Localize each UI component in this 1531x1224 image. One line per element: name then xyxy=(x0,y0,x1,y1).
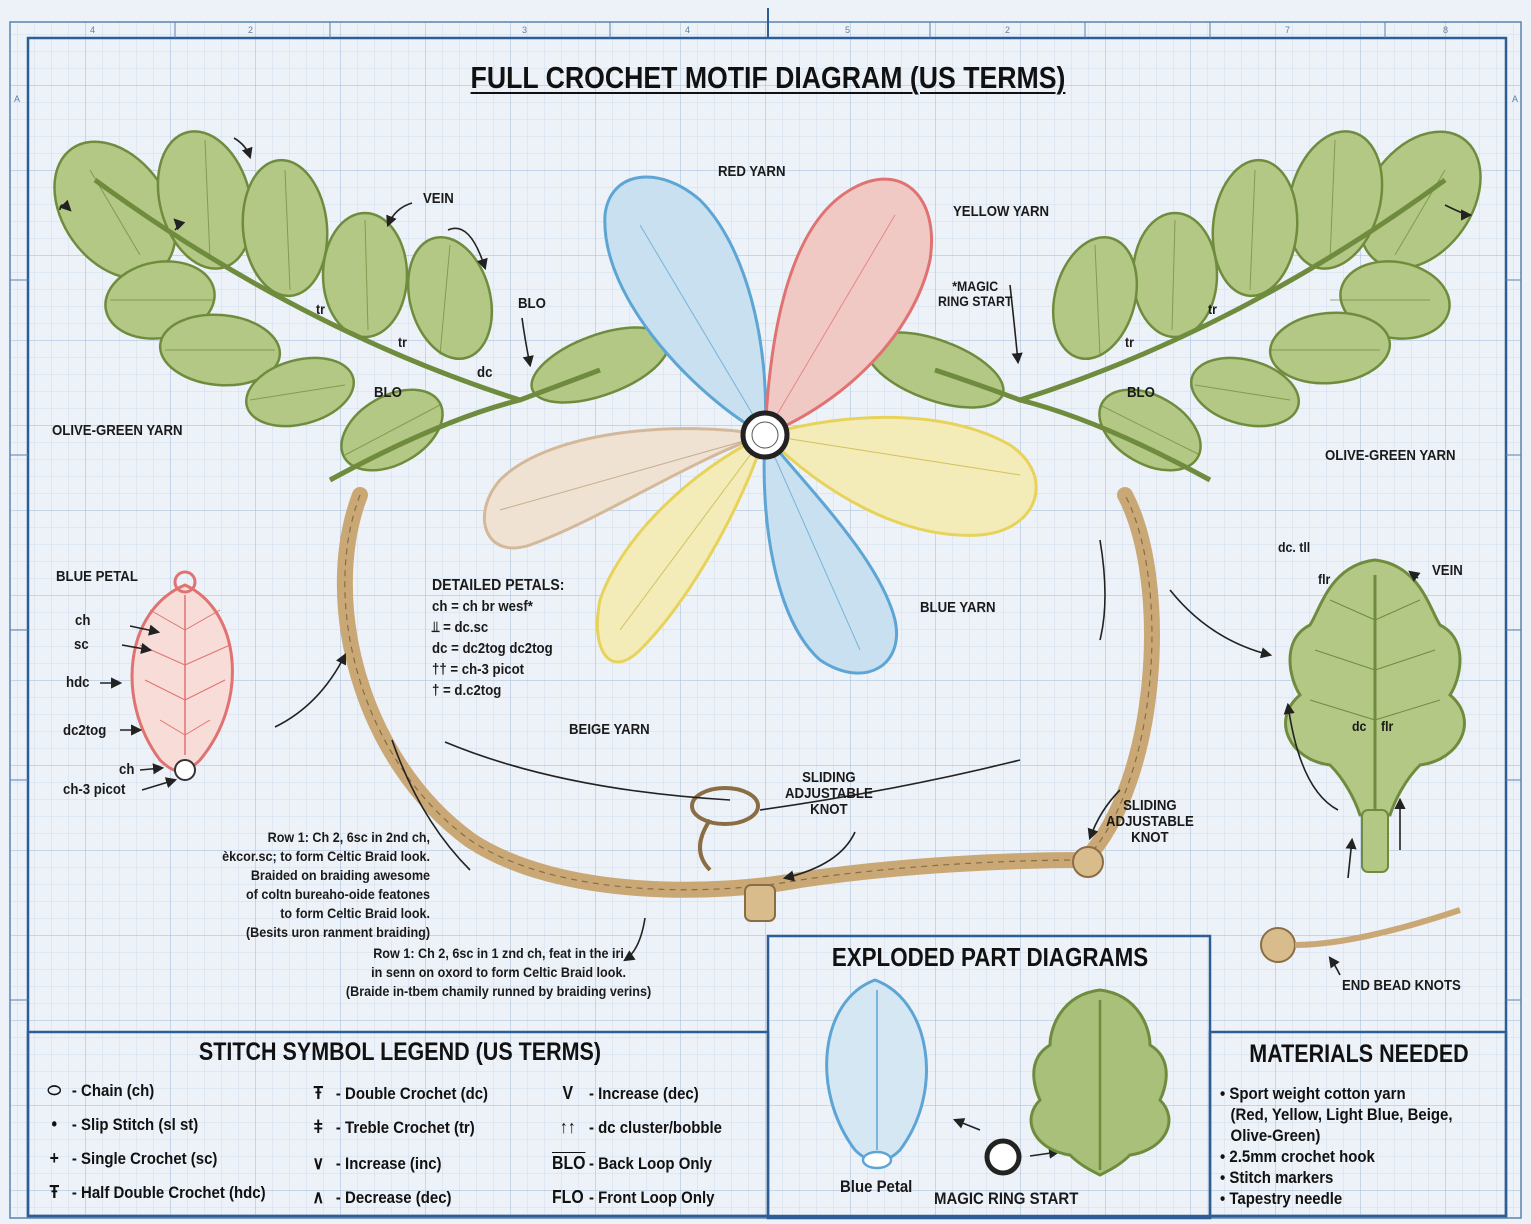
label-olive-yarn-right: OLIVE-GREEN YARN xyxy=(1325,448,1456,464)
callout-dc: dc xyxy=(477,365,492,381)
petal-label: ch xyxy=(75,613,90,629)
back-loop-icon: BLO xyxy=(552,1153,584,1174)
callout-magic-ring: *MAGIC RING START xyxy=(938,279,1012,308)
callout-vein: VEIN xyxy=(423,191,454,207)
dc-sc-symbol-icon: ⫫ xyxy=(432,619,443,636)
detailed-petals-line: ⫫ = dc.sc xyxy=(432,620,488,636)
sliding-knot xyxy=(745,885,775,921)
callout-oak-flr2: flr xyxy=(1381,719,1393,734)
ruler-number: 4 xyxy=(90,25,95,35)
ruler-number: 3 xyxy=(522,25,527,35)
dagger-pair-icon: †† xyxy=(432,661,450,678)
callout-blo-left: BLO xyxy=(374,385,402,401)
ruler-letter: A xyxy=(1512,94,1518,104)
legend-row: ǂ- Treble Crochet (tr) xyxy=(306,1117,475,1138)
row-note-b: Row 1: Ch 2, 6sc in 1 znd ch, feat in th… xyxy=(346,944,651,1001)
legend-row: V- Increase (dec) xyxy=(552,1083,699,1104)
callout-oak-flr: flr xyxy=(1318,572,1330,587)
dagger-icon: † xyxy=(432,682,443,699)
page-title: FULL CROCHET MOTIF DIAGRAM (US TERMS) xyxy=(467,60,1069,96)
materials-item: • Sport weight cotton yarn xyxy=(1220,1083,1452,1104)
ruler-number: 2 xyxy=(248,25,253,35)
treble-crochet-icon: ǂ xyxy=(306,1117,331,1138)
ruler-letter: A xyxy=(14,94,20,104)
label-red-yarn: RED YARN xyxy=(718,164,785,180)
label-yellow-yarn: YELLOW YARN xyxy=(953,204,1049,220)
callout-blo-right: BLO xyxy=(1127,385,1155,401)
callout-oak-vein: VEIN xyxy=(1432,563,1463,579)
legend-row: •- Slip Stitch (sl st) xyxy=(42,1114,198,1135)
materials-item: Olive-Green) xyxy=(1220,1125,1452,1146)
callout-oak-dc2: dc xyxy=(1352,719,1366,734)
ruler-number: 7 xyxy=(1285,25,1290,35)
callout-oak-dc: dc. tll xyxy=(1278,540,1310,555)
half-double-crochet-icon: Ŧ xyxy=(42,1182,67,1203)
callout-end-bead-knots: END BEAD KNOTS xyxy=(1342,978,1461,994)
legend-row: ∧- Decrease (dec) xyxy=(306,1187,452,1208)
exploded-blue-petal-label: Blue Petal xyxy=(840,1178,912,1196)
materials-list: • Sport weight cotton yarn (Red, Yellow,… xyxy=(1220,1083,1484,1209)
legend-row: BLO- Back Loop Only xyxy=(552,1153,712,1174)
petal-label: hdc xyxy=(66,675,89,691)
materials-item: • Tapestry needle xyxy=(1220,1188,1452,1209)
label-beige-yarn: BEIGE YARN xyxy=(569,722,650,738)
materials-item: • Stitch markers xyxy=(1220,1167,1452,1188)
detailed-petals-line: ch = ch br wesf* xyxy=(432,599,533,615)
dc-cluster-icon: ↑↑ xyxy=(552,1117,584,1138)
legend-row: ∨- Increase (inc) xyxy=(306,1153,442,1174)
front-loop-icon: FLO xyxy=(552,1187,584,1208)
materials-item: (Red, Yellow, Light Blue, Beige, xyxy=(1220,1104,1452,1125)
detailed-petals-line: †† = ch-3 picot xyxy=(432,662,524,678)
detailed-petals-title: DETAILED PETALS: xyxy=(432,578,564,595)
label-blue-yarn: BLUE YARN xyxy=(920,600,996,616)
exploded-magic-ring xyxy=(987,1141,1019,1173)
row-note-a: Row 1: Ch 2, 6sc in 2nd ch, èkcor.sc; to… xyxy=(222,828,430,942)
petal-label: ch xyxy=(119,762,134,778)
detailed-petals-line: † = d.c2tog xyxy=(432,683,501,699)
ruler-number: 5 xyxy=(845,25,850,35)
callout-tr: tr xyxy=(1125,335,1134,350)
materials-item: • 2.5mm crochet hook xyxy=(1220,1146,1452,1167)
legend-title: STITCH SYMBOL LEGEND (US TERMS) xyxy=(82,1038,718,1067)
legend-row: FLO- Front Loop Only xyxy=(552,1187,714,1208)
slip-stitch-icon: • xyxy=(42,1114,67,1135)
double-crochet-icon: Ŧ xyxy=(306,1083,331,1104)
single-crochet-icon: + xyxy=(42,1148,67,1169)
legend-row: +- Single Crochet (sc) xyxy=(42,1148,217,1169)
legend-row: ⬭- Chain (ch) xyxy=(42,1080,154,1101)
petal-label: ch-3 picot xyxy=(63,782,125,798)
callout-tr: tr xyxy=(1208,302,1217,317)
petal-label: dc2tog xyxy=(63,723,106,739)
increase-icon: ∨ xyxy=(306,1153,331,1174)
ruler-number: 4 xyxy=(685,25,690,35)
callout-sliding-knot: SLIDING ADJUSTABLE KNOT xyxy=(1106,798,1194,845)
materials-title: MATERIALS NEEDED xyxy=(1233,1040,1486,1069)
increase-v-icon: V xyxy=(552,1083,584,1104)
detailed-petals-line: dc = dc2tog dc2tog xyxy=(432,641,553,657)
callout-sliding-knot: SLIDING ADJUSTABLE KNOT xyxy=(785,770,873,817)
blue-petal-title: BLUE PETAL xyxy=(56,569,138,585)
legend-row: Ŧ- Double Crochet (dc) xyxy=(306,1083,488,1104)
callout-tr: tr xyxy=(398,335,407,350)
end-bead-knot xyxy=(1073,847,1103,877)
petal-label: sc xyxy=(74,637,89,653)
decrease-icon: ∧ xyxy=(306,1187,331,1208)
legend-row: Ŧ- Half Double Crochet (hdc) xyxy=(42,1182,266,1203)
legend-row: ↑↑- dc cluster/bobble xyxy=(552,1117,722,1138)
ruler-number: 2 xyxy=(1005,25,1010,35)
label-olive-yarn-left: OLIVE-GREEN YARN xyxy=(52,423,183,439)
callout-tr: tr xyxy=(316,302,325,317)
exploded-magic-ring-label: MAGIC RING START xyxy=(934,1190,1078,1208)
exploded-title: EXPLODED PART DIAGRAMS xyxy=(801,942,1179,973)
chain-icon: ⬭ xyxy=(42,1080,67,1101)
ruler-number: 8 xyxy=(1443,25,1448,35)
callout-blo: BLO xyxy=(518,296,546,312)
